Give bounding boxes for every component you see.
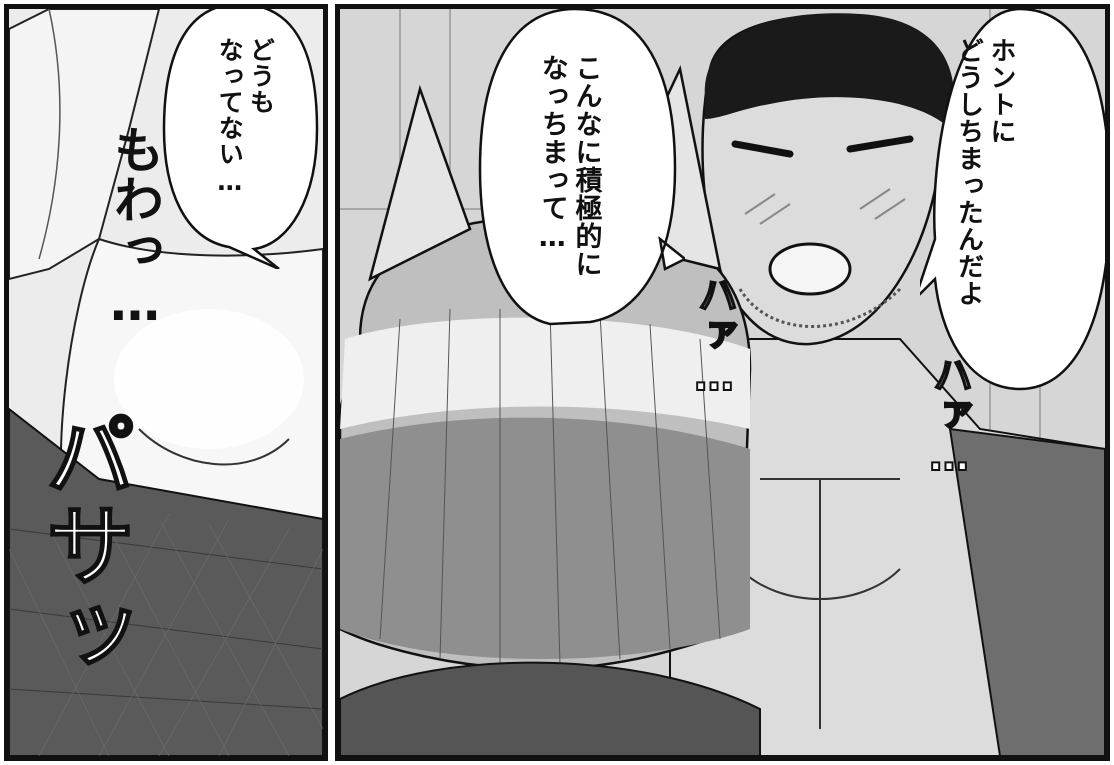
sfx-haa-left: ハァ… — [690, 273, 738, 401]
left-panel: どうも なってない… もわっ… パサッ — [4, 4, 328, 761]
speech-bubble-center — [478, 9, 685, 326]
speech-text-left: どうも なってない… — [215, 37, 276, 197]
sfx-mowa: もわっ… — [106, 124, 164, 332]
speech-bubble-right — [920, 9, 1105, 391]
speech-text-right: ホントに どうしちまったんだよ — [953, 37, 1017, 307]
sfx-pasa: パサッ — [29, 408, 136, 680]
speech-bubble-left — [162, 9, 319, 269]
sfx-haa-right: ハァ… — [925, 353, 973, 481]
right-panel: こんなに積極的に なっちまって… ホントに どうしちまったんだよ ハァ… ハァ… — [335, 4, 1110, 761]
right-panel-art — [340, 9, 1105, 756]
speech-text-center: こんなに積極的に なっちまって… — [536, 54, 602, 278]
